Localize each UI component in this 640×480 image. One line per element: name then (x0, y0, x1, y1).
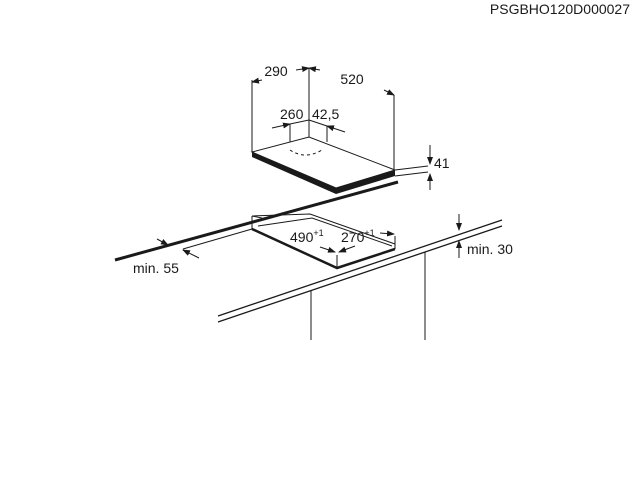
dim-min-front: min. 55 (133, 260, 179, 276)
product-code: PSGBHO120D000027 (490, 1, 630, 17)
dim-hob-depth: 290 (264, 63, 288, 79)
dim-burner-a: 260 (280, 106, 304, 122)
dim-hob-width: 520 (340, 71, 364, 87)
hob (250, 68, 397, 194)
dim-min-top: min. 30 (467, 241, 513, 257)
dim-cutout-width: 490+1 (290, 228, 324, 245)
cutout (251, 213, 396, 270)
countertop-front-edge (114, 180, 399, 262)
dim-burner-b: 42,5 (312, 106, 339, 122)
dim-hob-height: 41 (434, 155, 450, 171)
dim-cutout-depth: 270+1 (341, 228, 375, 245)
